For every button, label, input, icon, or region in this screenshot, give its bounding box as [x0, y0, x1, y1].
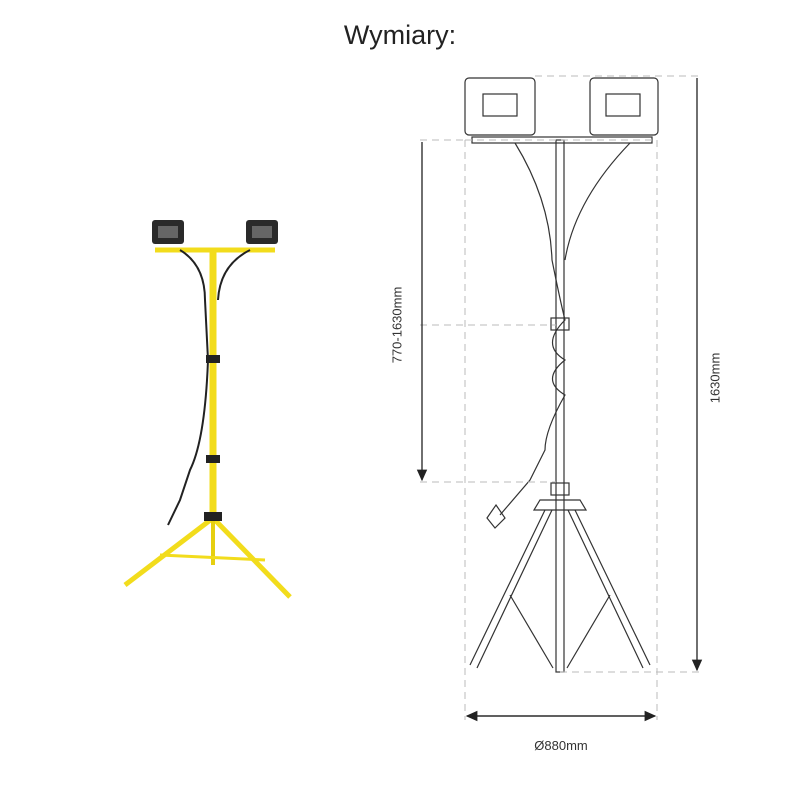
dimension-lines	[416, 75, 703, 722]
adjustable-height-label: 770-1630mm	[389, 286, 405, 364]
yellow-tripod-floodlight	[123, 220, 292, 599]
technical-drawing	[464, 77, 659, 673]
base-diameter-label: Ø880mm	[534, 738, 588, 753]
page-title: Wymiary:	[343, 20, 457, 50]
total-height-label: 1630mm	[707, 352, 723, 404]
